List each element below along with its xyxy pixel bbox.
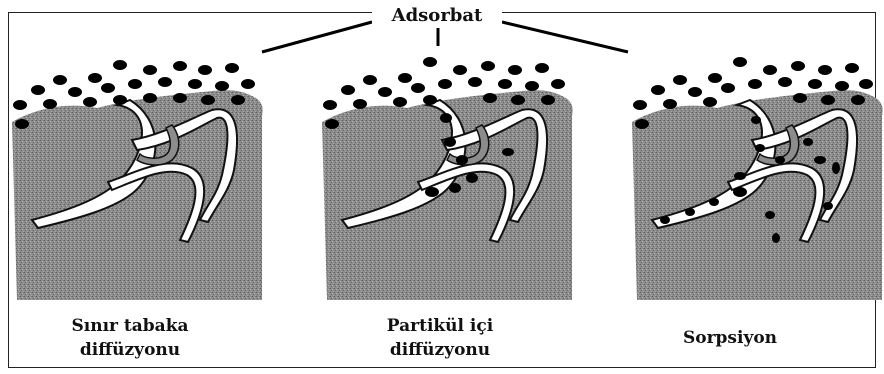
caption-intraparticle-diffusion: Partikül içi diffüzyonu (340, 314, 540, 362)
caption-sorption: Sorpsiyon (660, 326, 800, 350)
leader-line-right (502, 22, 628, 52)
caption-3-line-1: Sorpsiyon (660, 326, 800, 350)
adsorbate-label: Adsorbat (372, 5, 502, 26)
leader-line-left (262, 22, 372, 52)
panel-1-particle (12, 90, 263, 300)
caption-1-line-1: Sınır tabaka (30, 314, 230, 338)
caption-1-line-2: diffüzyonu (30, 338, 230, 362)
caption-2-line-1: Partikül içi (340, 314, 540, 338)
caption-boundary-layer-diffusion: Sınır tabaka diffüzyonu (30, 314, 230, 362)
caption-2-line-2: diffüzyonu (340, 338, 540, 362)
